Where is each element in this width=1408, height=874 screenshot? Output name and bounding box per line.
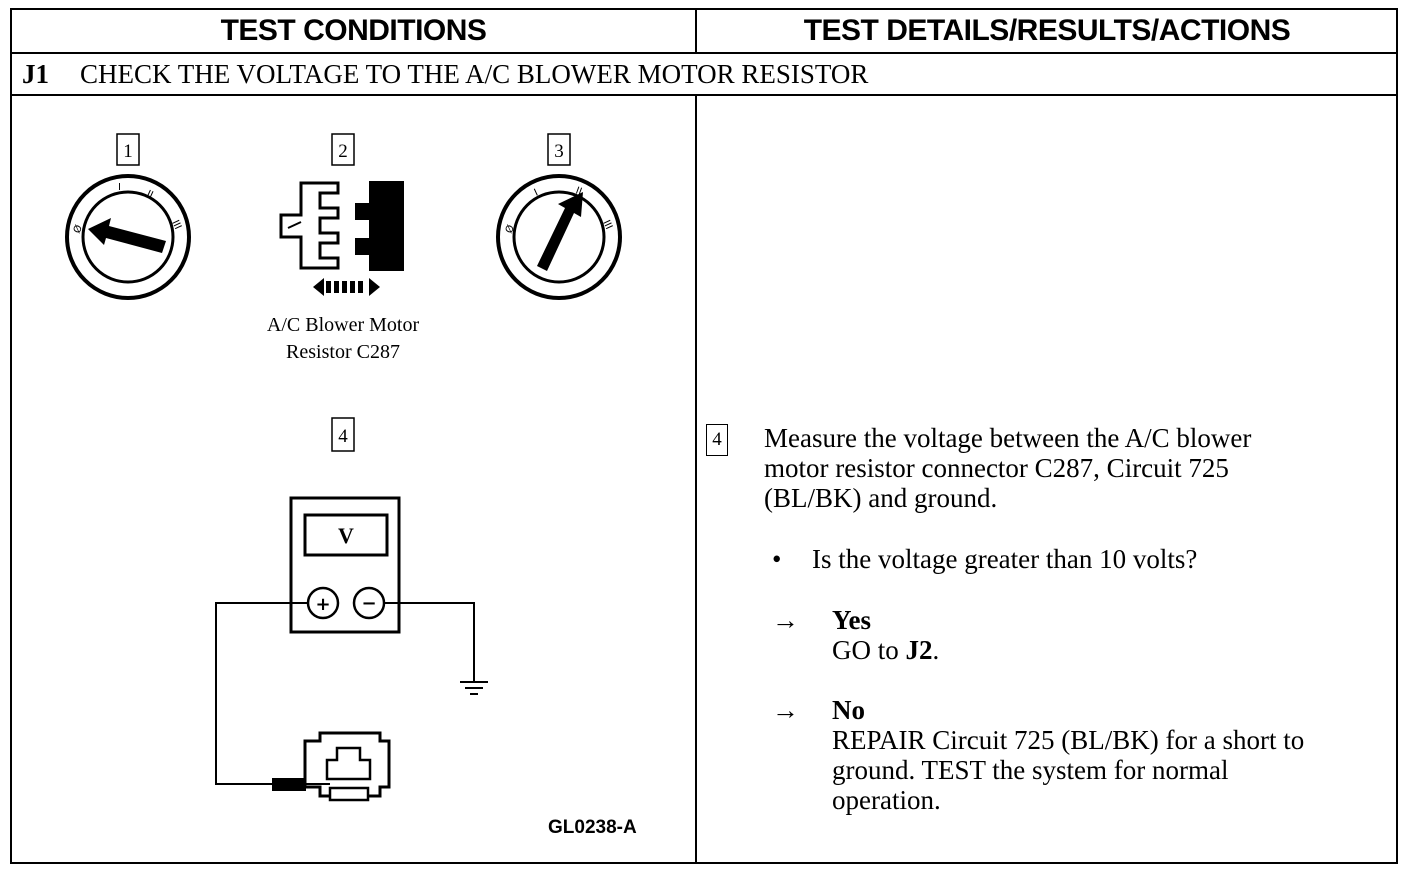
no-action-line-3: operation. <box>832 785 941 815</box>
figure-label-2: 2 <box>331 133 355 166</box>
ignition-switch-off-icon: Ø I II III <box>65 174 191 300</box>
column-divider-body <box>695 94 697 864</box>
no-arrow: → <box>772 695 799 725</box>
yes-action: GO to J2. <box>832 635 940 665</box>
svg-text:I: I <box>533 188 540 199</box>
connector-caption-line2: Resistor C287 <box>286 341 400 363</box>
instruction-line-3: (BL/BK) and ground. <box>764 483 998 513</box>
test-details-header: TEST DETAILS/RESULTS/ACTIONS <box>803 14 1291 47</box>
svg-text:V: V <box>338 523 354 548</box>
test-conditions-header: TEST CONDITIONS <box>220 14 487 47</box>
no-action-line-1: REPAIR Circuit 725 (BL/BK) for a short t… <box>832 725 1305 755</box>
connector-caption-line1: A/C Blower Motor <box>266 314 420 336</box>
ignition-switch-run-icon: Ø I II III <box>496 174 622 300</box>
svg-text:I: I <box>118 182 121 193</box>
svg-text:−: − <box>361 593 376 614</box>
voltmeter-icon: V + − <box>289 496 401 634</box>
connector-caption: A/C Blower Motor Resistor C287 <box>238 312 448 366</box>
svg-text:II: II <box>574 185 583 197</box>
svg-text:III: III <box>169 219 183 232</box>
header-divider <box>12 52 1396 54</box>
test-table: TEST CONDITIONS TEST DETAILS/RESULTS/ACT… <box>10 8 1398 864</box>
svg-text:4: 4 <box>338 426 348 447</box>
svg-text:2: 2 <box>338 141 348 162</box>
no-label: No <box>832 695 865 725</box>
test-figure: 1 2 3 4 Ø I II III Ø I <box>65 133 622 802</box>
instruction-line-2: motor resistor connector C287, Circuit 7… <box>764 453 1229 483</box>
yes-action-target: J2 <box>905 635 933 665</box>
step-id: J1 <box>22 59 49 89</box>
step-title-row: J1 CHECK THE VOLTAGE TO THE A/C BLOWER MO… <box>22 54 868 94</box>
connector-disconnect-icon <box>279 181 404 296</box>
step-title: CHECK THE VOLTAGE TO THE A/C BLOWER MOTO… <box>80 59 869 89</box>
probe-icon <box>272 778 330 791</box>
figure-label-3: 3 <box>547 133 571 166</box>
figure-label-1: 1 <box>116 133 140 166</box>
no-result: No REPAIR Circuit 725 (BL/BK) for a shor… <box>832 695 1304 815</box>
svg-text:III: III <box>600 219 614 232</box>
ground-icon <box>460 681 488 695</box>
column-divider <box>695 10 697 52</box>
step-divider <box>12 94 1396 96</box>
voltage-question: Is the voltage greater than 10 volts? <box>812 544 1198 574</box>
svg-text:1: 1 <box>123 141 133 162</box>
bullet-marker: • <box>772 544 782 574</box>
svg-text:+: + <box>315 594 330 615</box>
svg-text:3: 3 <box>554 141 564 162</box>
test-leads <box>215 602 475 785</box>
figure-code: GL0238-A <box>548 817 637 838</box>
svg-text:II: II <box>145 189 155 201</box>
step-reference-4: 4 <box>706 424 728 456</box>
instruction-line-1: Measure the voltage between the A/C blow… <box>764 423 1252 453</box>
no-action-line-2: ground. TEST the system for normal <box>832 755 1229 785</box>
yes-label: Yes <box>832 605 871 635</box>
yes-result: Yes GO to J2. <box>832 605 939 665</box>
yes-arrow: → <box>772 605 799 635</box>
resistor-connector-icon <box>303 731 391 802</box>
measurement-instruction: Measure the voltage between the A/C blow… <box>764 423 1251 513</box>
figure-label-4: 4 <box>331 417 355 452</box>
